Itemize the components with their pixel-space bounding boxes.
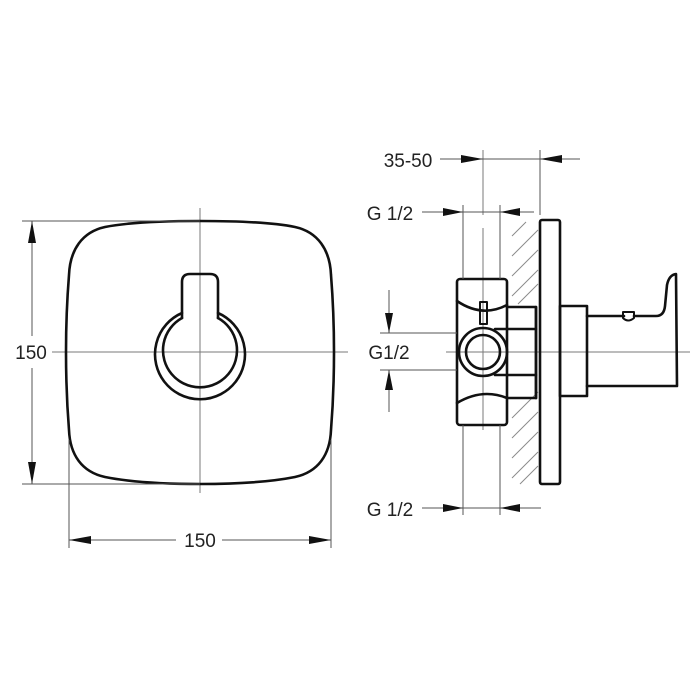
arrow-left-icon bbox=[500, 208, 520, 216]
outlet-port-outer bbox=[457, 326, 509, 378]
top-inlet-dimension: G 1/2 bbox=[367, 204, 534, 279]
height-dimension: 150 bbox=[15, 220, 200, 485]
arrow-right-icon bbox=[461, 155, 483, 163]
side-outlet-dimension: G1/2 bbox=[368, 290, 457, 412]
handle-side bbox=[558, 272, 679, 398]
arrow-right-icon bbox=[443, 208, 463, 216]
wall-depth-label: 35-50 bbox=[384, 151, 433, 172]
arrow-up-icon bbox=[385, 370, 393, 390]
arrow-left-icon bbox=[540, 155, 562, 163]
side-view: 35-50 G 1/2 G1/2 G 1/2 bbox=[367, 150, 690, 521]
bottom-inlet-label: G 1/2 bbox=[367, 500, 413, 521]
arrow-down-icon bbox=[385, 313, 393, 333]
arrow-left-icon bbox=[500, 504, 520, 512]
wall-hatch bbox=[511, 221, 539, 485]
handle-ring-inner bbox=[161, 316, 239, 389]
arrow-right-icon bbox=[309, 536, 331, 544]
width-dimension: 150 bbox=[68, 440, 332, 552]
bottom-inlet-dimension: G 1/2 bbox=[367, 425, 541, 521]
outlet-port-inner bbox=[464, 333, 502, 371]
valve-body bbox=[455, 277, 538, 427]
arrow-down-icon bbox=[28, 462, 36, 484]
width-label: 150 bbox=[184, 531, 216, 552]
handle-detent bbox=[622, 311, 635, 322]
arrow-up-icon bbox=[28, 221, 36, 243]
top-inlet-label: G 1/2 bbox=[367, 204, 413, 225]
arrow-left-icon bbox=[69, 536, 91, 544]
side-outlet-label: G1/2 bbox=[368, 343, 409, 364]
handle-lever-outer bbox=[153, 272, 247, 401]
wall-depth-dimension: 35-50 bbox=[384, 150, 580, 215]
front-view: 150 150 bbox=[15, 208, 348, 552]
arrow-right-icon bbox=[443, 504, 463, 512]
handle-lever-side bbox=[585, 272, 679, 388]
handle-collar bbox=[558, 304, 589, 398]
height-label: 150 bbox=[15, 343, 47, 364]
